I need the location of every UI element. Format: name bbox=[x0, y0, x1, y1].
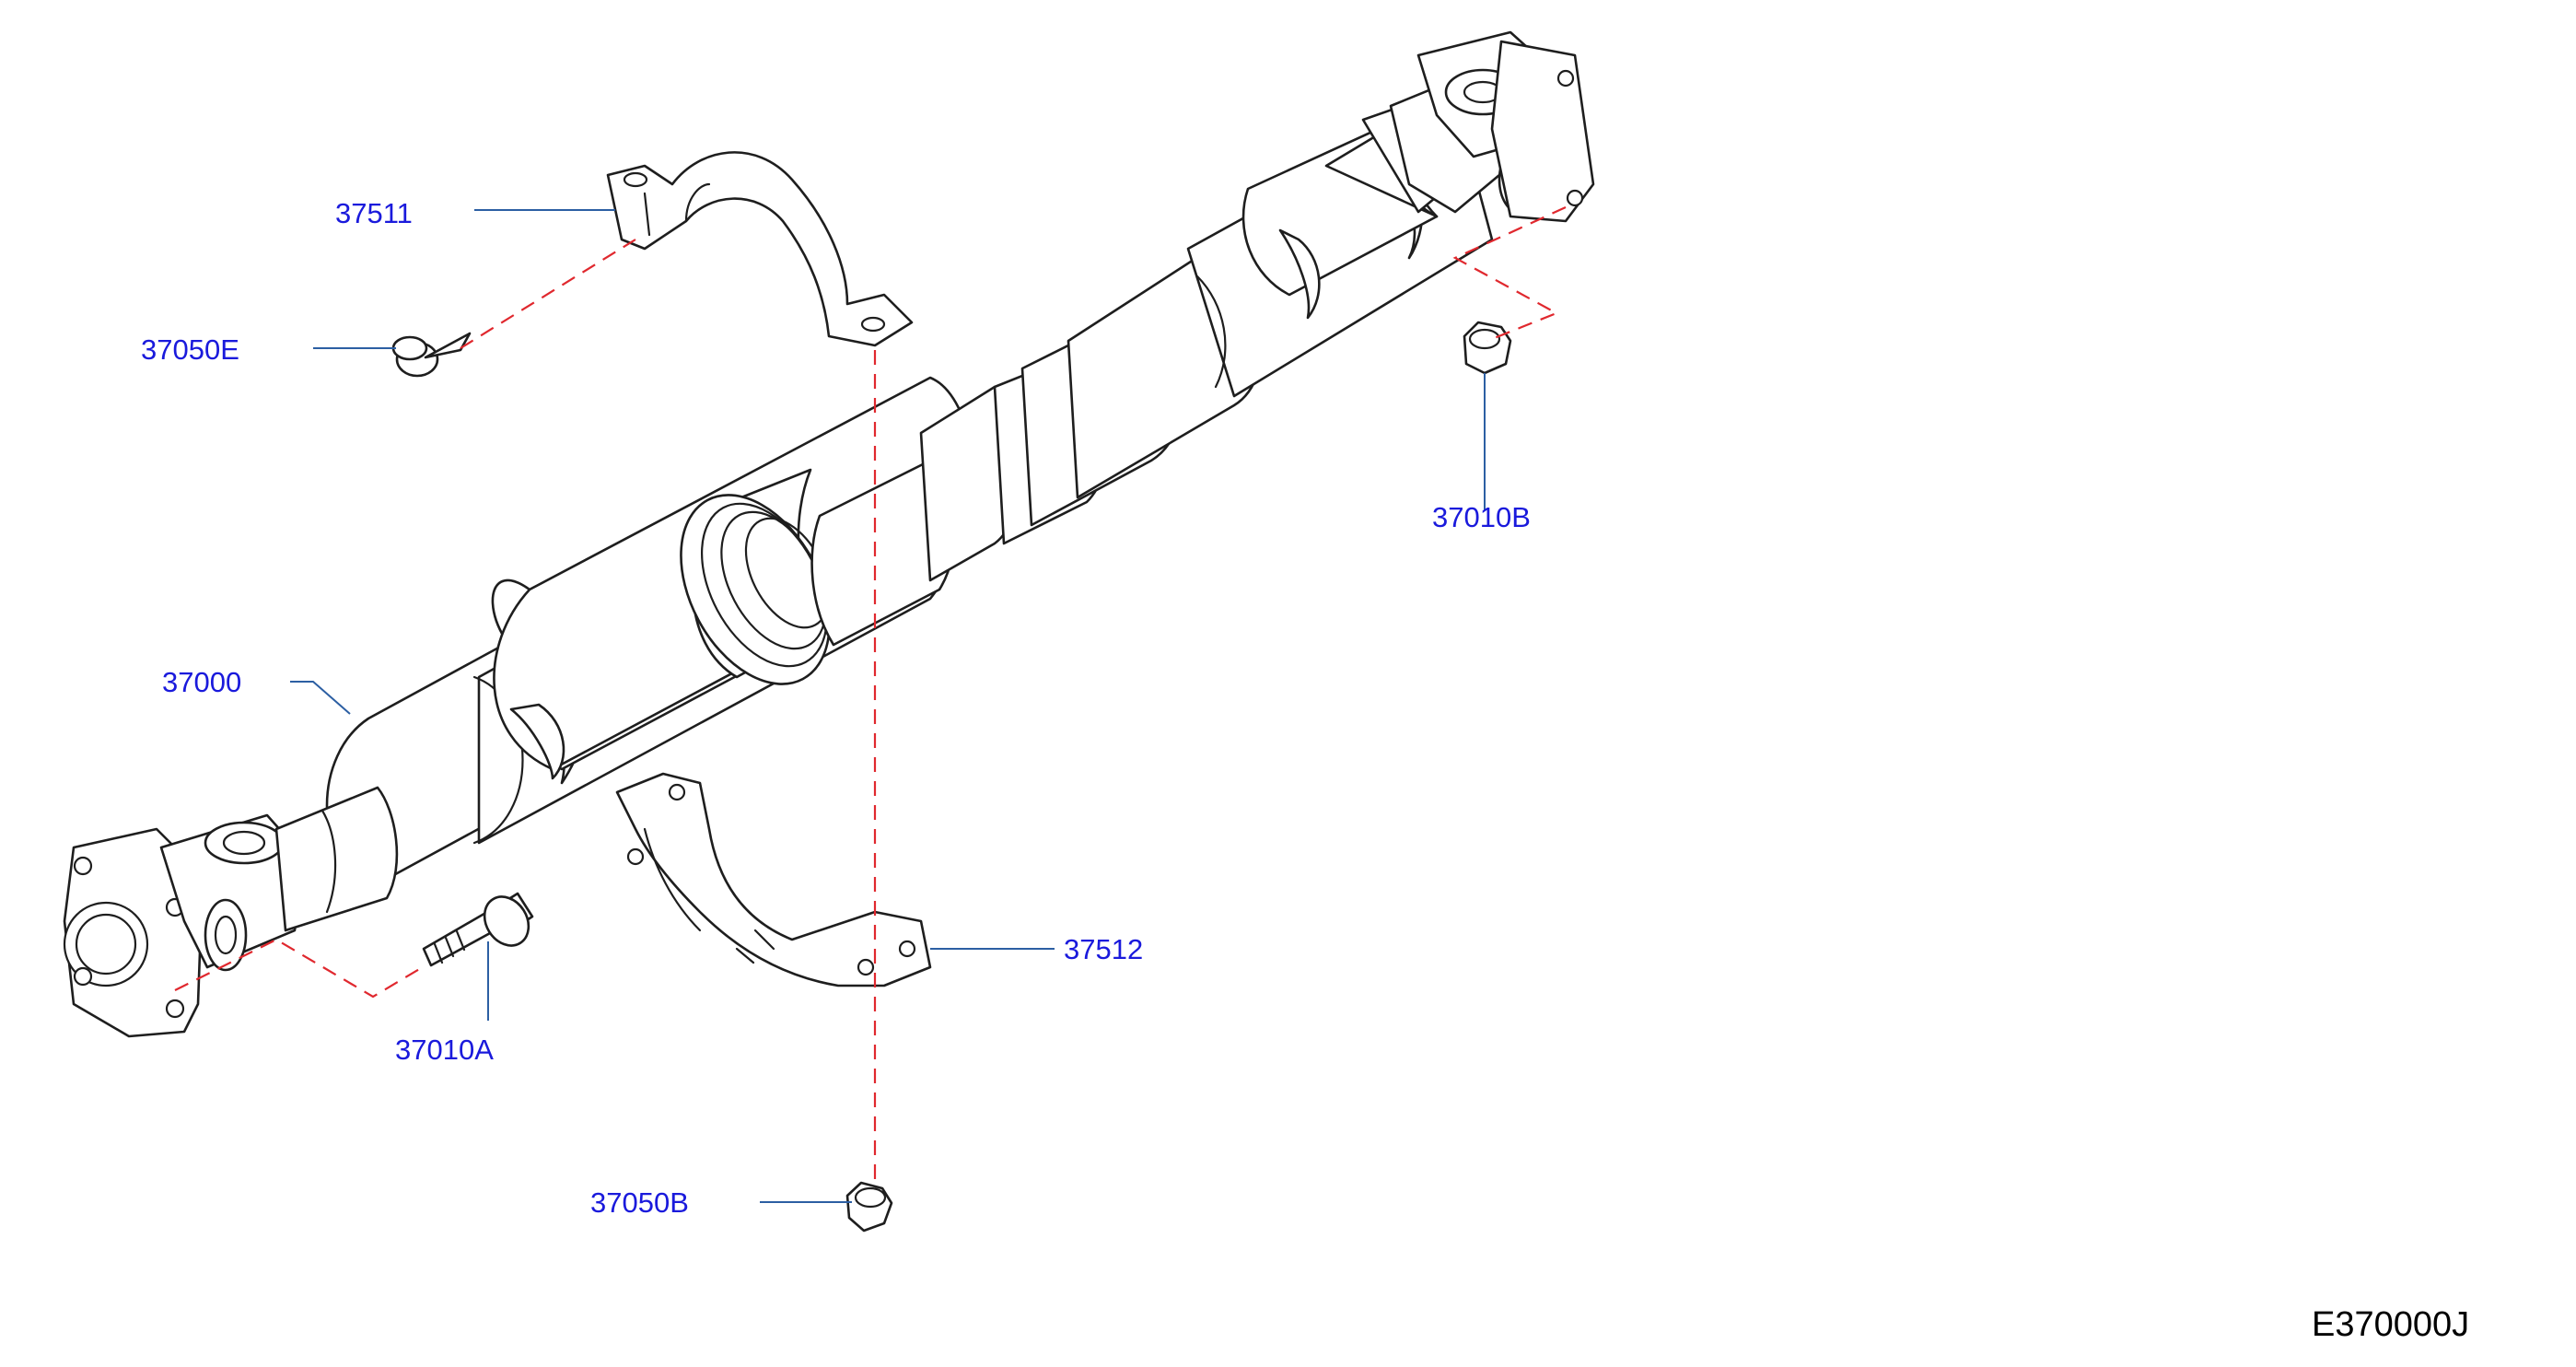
rear-yoke-flange bbox=[1361, 30, 1595, 223]
label-37512[interactable]: 37512 bbox=[1064, 933, 1143, 965]
flange-nut-front[interactable] bbox=[1463, 321, 1512, 375]
leader-lines bbox=[290, 209, 1486, 1203]
front-yoke-flange bbox=[63, 786, 399, 1038]
label-37511[interactable]: 37511 bbox=[335, 197, 413, 229]
propeller-shaft-drawing[interactable] bbox=[63, 30, 1595, 1038]
leader-37000 bbox=[290, 681, 351, 715]
assembly-line-clip bbox=[460, 239, 636, 349]
center-bearing-bracket-lower[interactable] bbox=[615, 772, 932, 987]
part-labels: 37511 37050E 37010B 37000 37512 37010A 3… bbox=[141, 197, 2469, 1344]
diagram-code: E370000J bbox=[2312, 1305, 2469, 1344]
assembly-lines bbox=[174, 206, 1567, 1179]
assembly-line-front-bolt bbox=[174, 938, 426, 999]
assembly-line-rear-nut bbox=[1452, 206, 1567, 343]
label-37050B[interactable]: 37050B bbox=[590, 1186, 689, 1219]
bracket-nut[interactable] bbox=[845, 1181, 893, 1233]
label-37010B[interactable]: 37010B bbox=[1432, 501, 1531, 533]
center-bearing-bracket-upper[interactable] bbox=[606, 151, 914, 347]
label-37000[interactable]: 37000 bbox=[162, 666, 241, 698]
clip-grommet[interactable] bbox=[391, 332, 472, 378]
label-37010A[interactable]: 37010A bbox=[395, 1034, 494, 1066]
label-37050E[interactable]: 37050E bbox=[141, 333, 239, 366]
center-bearing bbox=[680, 459, 956, 685]
flange-bolt[interactable] bbox=[422, 889, 537, 967]
